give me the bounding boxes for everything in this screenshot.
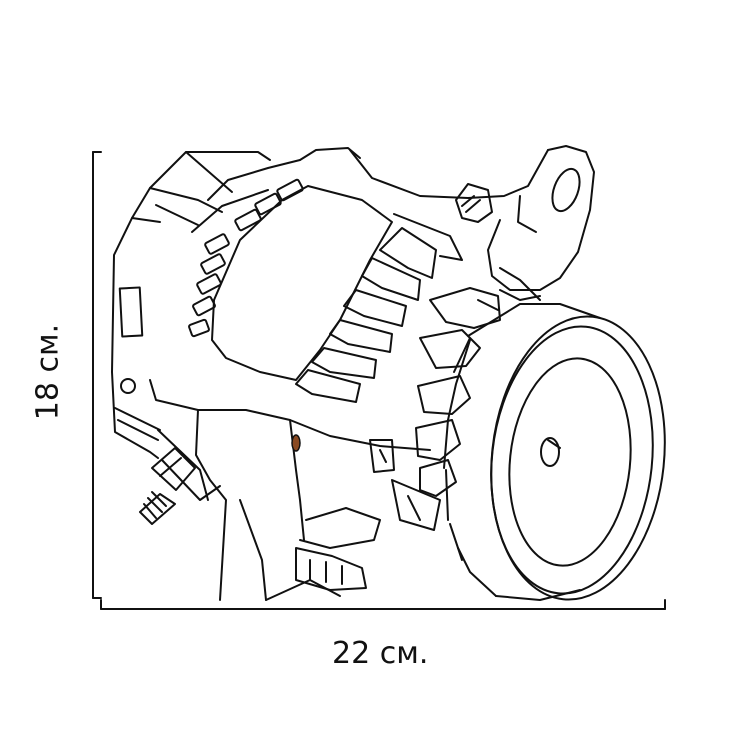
pulley-hub-icon: [540, 437, 560, 467]
width-dimension-line: [100, 599, 666, 610]
height-dimension-line: [92, 151, 102, 599]
lower-housing: [149, 379, 441, 601]
rear-cover: [111, 151, 271, 459]
front-fan-blades: [415, 287, 541, 497]
stator-panel: [211, 147, 393, 381]
width-dimension-label: 22 см.: [332, 636, 429, 671]
plug-accent: [291, 434, 301, 452]
height-dimension-label: 18 см.: [30, 323, 66, 421]
drive-pulley: [443, 303, 666, 601]
front-housing-fins: [295, 213, 463, 403]
mounting-ear: [349, 145, 595, 301]
terminal-stud: [139, 429, 221, 525]
body-vent-slots: [188, 159, 304, 338]
